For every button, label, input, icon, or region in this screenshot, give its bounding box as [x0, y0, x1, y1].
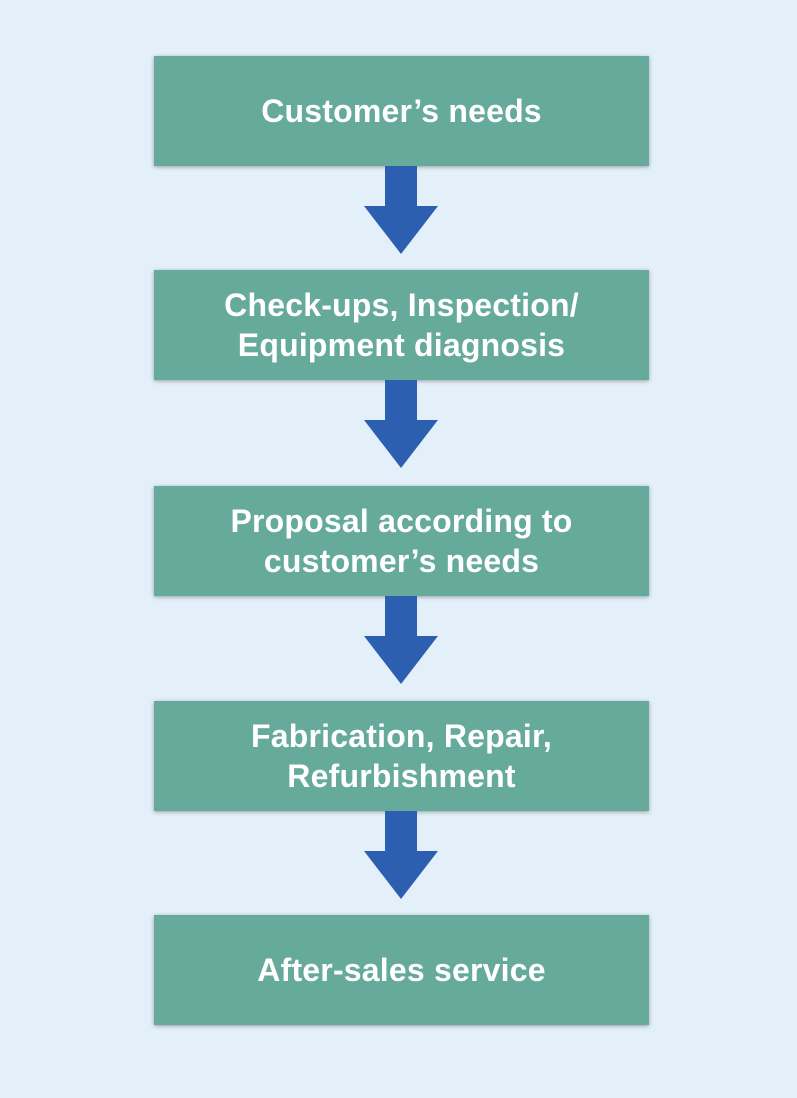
step-label-line: Check-ups, Inspection/ [224, 287, 579, 323]
step-after-sales-service: After-sales service [154, 915, 649, 1025]
down-arrow-icon [364, 596, 438, 684]
step-label-line: Proposal according to [230, 503, 573, 539]
step-label-line: Equipment diagnosis [237, 327, 566, 363]
step-inspection-diagnosis: Check-ups, Inspection/ Equipment diagnos… [154, 270, 649, 380]
down-arrow-icon [364, 380, 438, 468]
step-proposal: Proposal according to customer’s needs [154, 486, 649, 596]
step-customers-needs: Customer’s needs [154, 56, 649, 166]
step-fabrication-repair: Fabrication, Repair, Refurbishment [154, 701, 649, 811]
step-label-line: Fabrication, Repair, [251, 718, 552, 754]
step-label-line: Customer’s needs [261, 93, 542, 129]
step-label-line: After-sales service [257, 952, 546, 988]
step-label-line: customer’s needs [263, 543, 540, 579]
down-arrow-icon [364, 811, 438, 899]
down-arrow-icon [364, 166, 438, 254]
step-label-line: Refurbishment [287, 758, 516, 794]
